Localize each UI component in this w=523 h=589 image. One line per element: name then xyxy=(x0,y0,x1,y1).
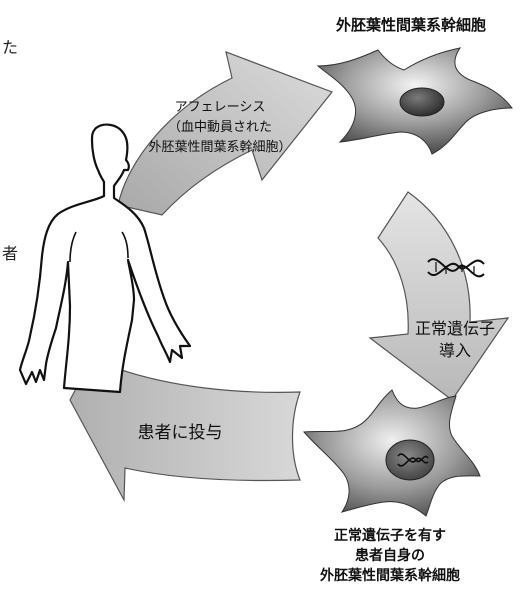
gene-transfer-label-line2: 導入 xyxy=(438,341,471,360)
edge-fragment-middle: 者 xyxy=(2,244,19,263)
bottom-cell-label: 正常遺伝子を有す 患者自身の 外胚葉性間葉系幹細胞 xyxy=(270,526,510,586)
dna-helix-icon xyxy=(427,258,485,278)
bottom-cell-label-line3: 外胚葉性間葉系幹細胞 xyxy=(320,568,460,584)
gene-transfer-label-line1: 正常遺伝子 xyxy=(414,319,495,338)
edge-fragment-top: た xyxy=(2,38,19,57)
modified-stem-cell-icon xyxy=(302,389,481,517)
gene-transfer-label: 正常遺伝子 導入 xyxy=(395,318,515,362)
apheresis-label-line3: 外胚葉性間葉系幹細胞） xyxy=(148,140,292,155)
gene-transfer-arrow xyxy=(368,191,510,401)
top-cell-label: 外胚葉性間葉系幹細胞 xyxy=(335,16,486,34)
apheresis-label-line2: （血中動員された xyxy=(167,120,272,135)
bottom-cell-label-line1: 正常遺伝子を有す xyxy=(334,528,446,544)
person-silhouette-icon xyxy=(18,123,192,394)
apheresis-label: アフェレーシス （血中動員された 外胚葉性間葉系幹細胞） xyxy=(120,98,320,158)
apheresis-arrow xyxy=(117,51,333,216)
apheresis-label-line1: アフェレーシス xyxy=(174,100,266,115)
administration-arrow xyxy=(69,334,301,503)
nucleus-dna-icon xyxy=(397,453,429,467)
administration-label: 患者に投与 xyxy=(137,423,223,443)
stem-cell-icon xyxy=(316,47,514,155)
bottom-cell-label-line2: 患者自身の xyxy=(355,548,425,564)
